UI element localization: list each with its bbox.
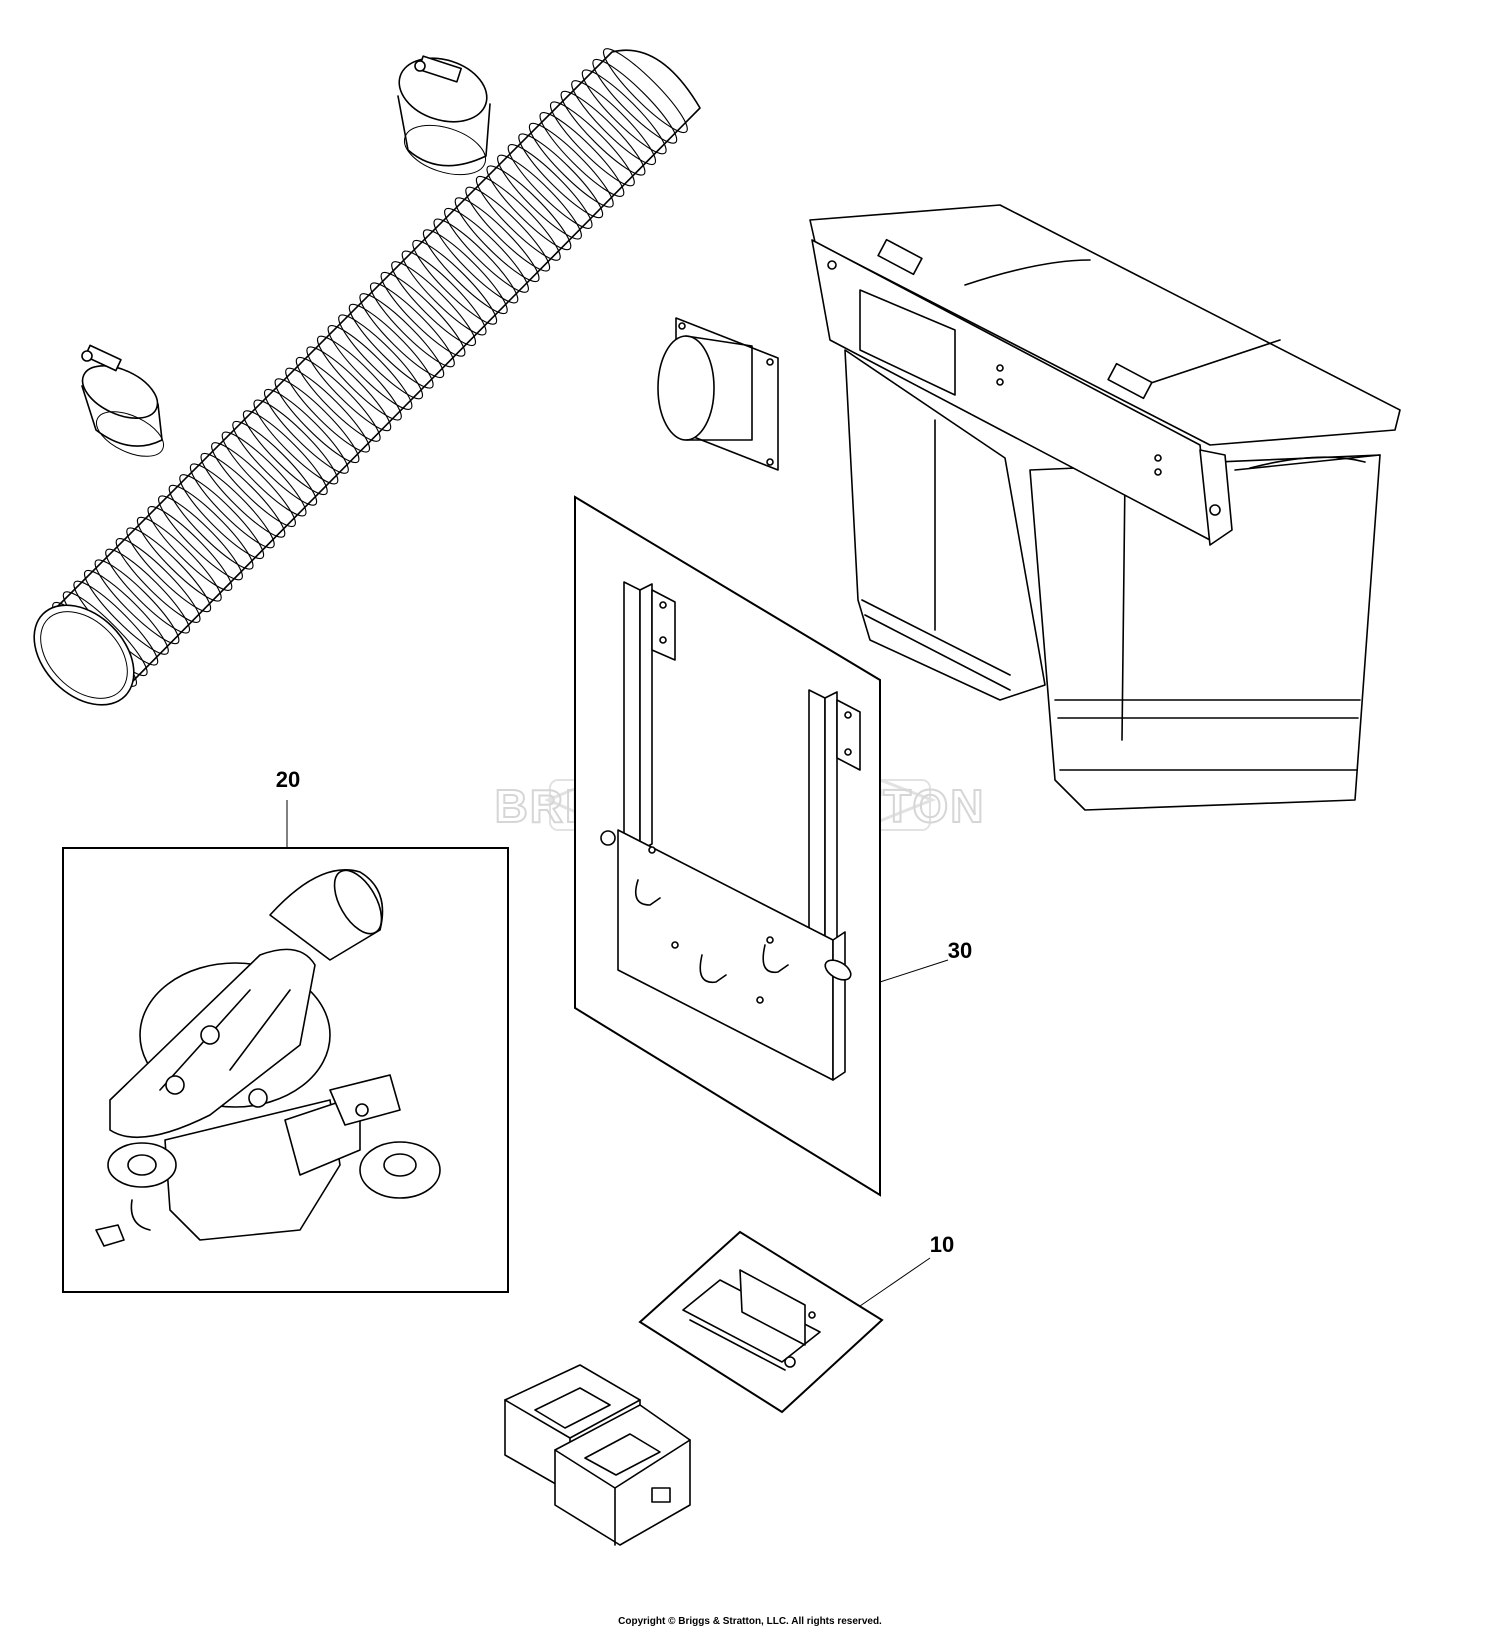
hose-rib: [475, 175, 561, 261]
hose-rib: [327, 325, 413, 410]
hitch-bracket-kit-10: [638, 1230, 884, 1414]
twin-bag-catcher: [809, 204, 1401, 811]
hose-rib: [200, 452, 286, 538]
hose-rib: [380, 271, 466, 357]
callout-20[interactable]: 20: [276, 767, 300, 792]
hose-rib: [539, 112, 625, 197]
hose-rib: [581, 69, 667, 155]
copyright-footer: Copyright © Briggs & Stratton, LLC. All …: [618, 1616, 882, 1627]
callout-10[interactable]: 10: [930, 1232, 954, 1257]
hose-rib: [486, 165, 572, 251]
hose-clamp-lower: [81, 344, 165, 457]
hose-rib: [168, 484, 254, 570]
hose-rib: [105, 548, 191, 634]
hose-rib: [295, 356, 381, 442]
hose-rib: [444, 207, 529, 293]
hose-rib: [549, 101, 635, 187]
hose-rib: [274, 378, 360, 464]
hose-rib: [592, 58, 678, 144]
hose-rib: [348, 303, 434, 389]
hose-rib: [83, 569, 169, 655]
hose-rib: [147, 506, 233, 591]
mount-bracket-kit-30: [574, 495, 881, 1197]
hose-rib: [560, 90, 646, 176]
leader-line-30: [879, 959, 949, 983]
hose-rib: [285, 367, 371, 453]
hose-rib: [528, 122, 614, 208]
hose-rib: [316, 335, 402, 421]
hose-rib: [465, 186, 551, 272]
callout-30[interactable]: 30: [948, 938, 972, 963]
hose-rib: [571, 80, 657, 166]
hose-rib: [359, 293, 445, 379]
blower-kit-20: [62, 847, 509, 1293]
wheel-weights: [504, 1364, 691, 1546]
hose-rib: [518, 133, 604, 219]
hose-rib: [126, 527, 212, 613]
hose-rib: [189, 463, 275, 549]
hose-rib: [422, 229, 508, 315]
hose-rib: [507, 144, 593, 229]
hose-rib: [115, 538, 201, 623]
hose-rib: [232, 420, 318, 506]
leader-line-10: [859, 1257, 931, 1307]
hose-clamp-upper: [397, 55, 491, 176]
hose-rib: [369, 282, 455, 368]
hose-rib: [412, 239, 498, 325]
hose-rib: [94, 559, 180, 645]
hose-rib: [263, 388, 349, 474]
corrugated-hose: [33, 48, 701, 706]
hose-rib: [433, 218, 519, 304]
hose-rib: [158, 495, 243, 581]
adapter-flange: [657, 317, 779, 471]
hose-rib: [602, 48, 688, 134]
hose-rib: [454, 197, 540, 283]
hose-rib: [179, 474, 265, 560]
hose-rib: [401, 250, 487, 336]
hose-rib: [338, 314, 424, 400]
hose-rib: [497, 154, 582, 240]
hose-rib: [221, 431, 307, 517]
hose-rib: [306, 346, 392, 432]
hose-rib: [253, 399, 339, 485]
hose-rib: [242, 410, 328, 496]
hose-rib: [391, 261, 477, 347]
hose-rib: [211, 442, 296, 528]
hose-rib: [136, 516, 222, 602]
